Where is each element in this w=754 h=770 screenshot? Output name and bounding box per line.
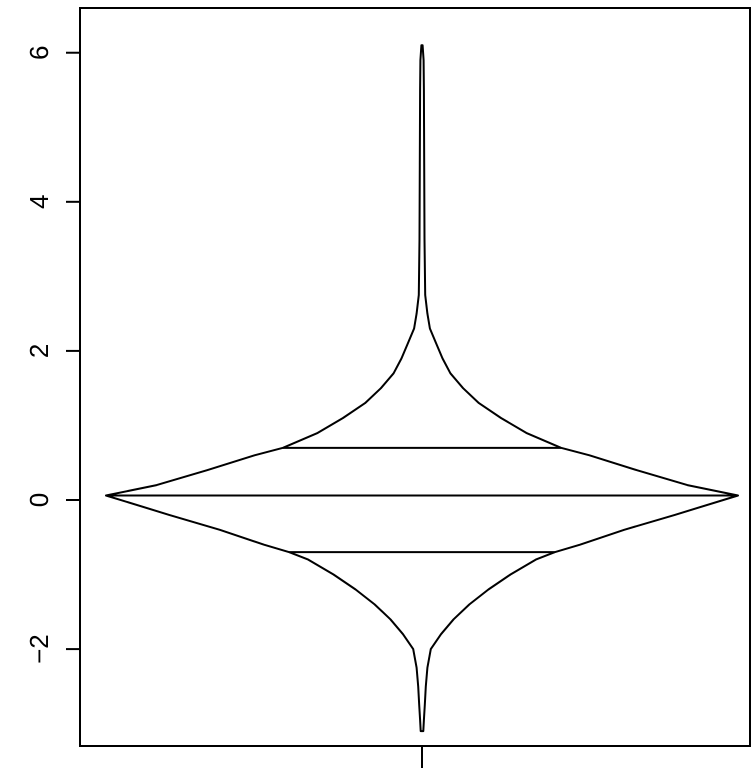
bean-density-outline <box>105 44 739 733</box>
y-tick-label: 6 <box>24 45 54 59</box>
y-axis: −2 0 2 4 6 <box>24 45 80 664</box>
bean-group <box>105 44 739 733</box>
plot-area-frame <box>79 7 751 747</box>
y-tick-label: 4 <box>24 195 54 209</box>
y-tick-label: 2 <box>24 344 54 358</box>
y-tick-label: −2 <box>24 634 54 664</box>
y-tick-label: 0 <box>24 493 54 507</box>
